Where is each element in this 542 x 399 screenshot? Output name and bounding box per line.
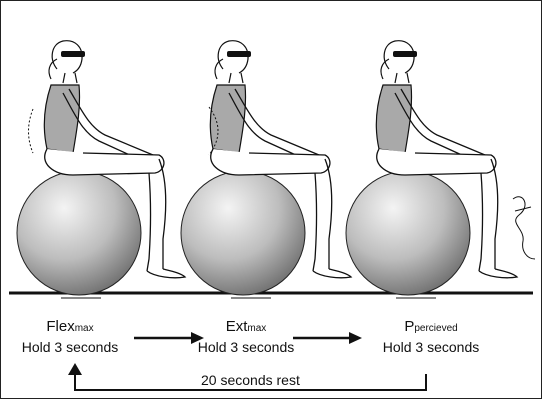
phase-ext-hold: Hold 3 seconds [191, 338, 301, 357]
rest-label: 20 seconds rest [201, 372, 300, 388]
exercise-ball-3 [346, 171, 470, 295]
phase-flex: Flexmax Hold 3 seconds [15, 317, 125, 357]
phase-perceived-sub: percieved [414, 323, 457, 334]
phase-flex-hold: Hold 3 seconds [15, 338, 125, 357]
phase-flex-sub: max [75, 323, 94, 334]
phase-perceived-base: P [404, 318, 414, 335]
phase-ext-title: Extmax [191, 317, 301, 338]
phase-flex-title: Flexmax [15, 317, 125, 338]
phase-perceived-title: Ppercieved [371, 317, 491, 338]
phase-ext-sub: max [247, 323, 266, 334]
phase-perceived-hold: Hold 3 seconds [371, 338, 491, 357]
arrow-right-icon [293, 332, 362, 344]
exercise-ball-1 [17, 171, 141, 295]
exercise-ball-2 [181, 171, 305, 295]
phase-perceived: Ppercieved Hold 3 seconds [371, 317, 491, 357]
signature-icon [513, 197, 535, 259]
phase-ext: Extmax Hold 3 seconds [191, 317, 301, 357]
phase-flex-base: Flex [46, 318, 74, 335]
phase-ext-base: Ext [226, 318, 248, 335]
